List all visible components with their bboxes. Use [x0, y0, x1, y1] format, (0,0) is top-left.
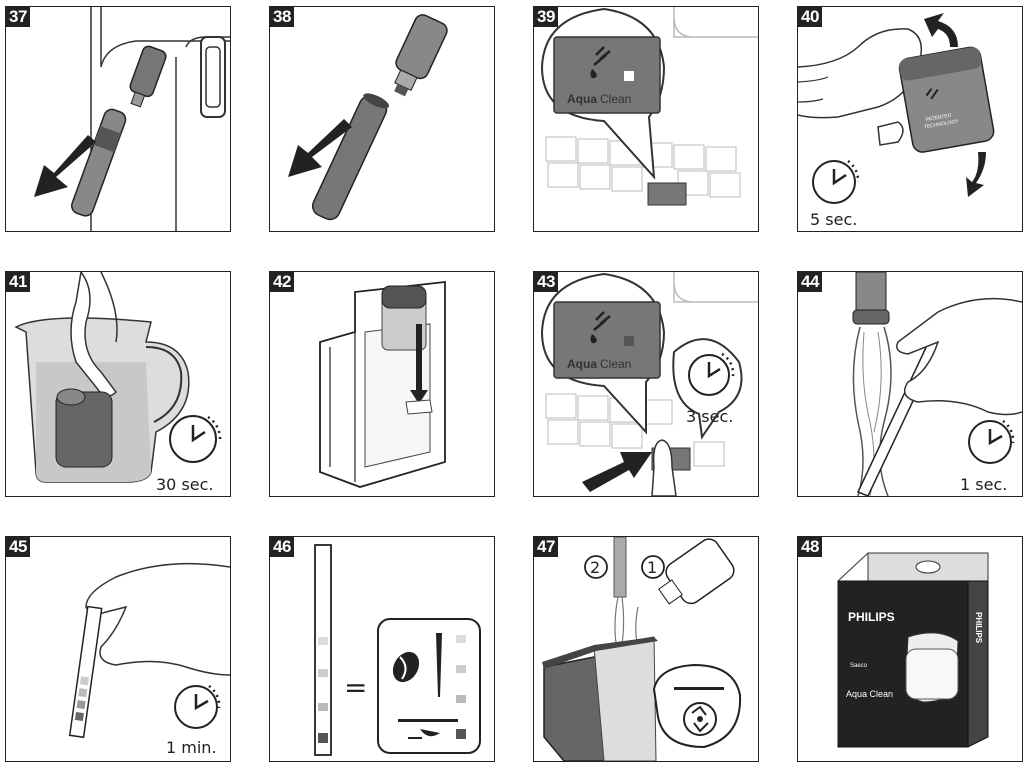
brand-name: PHILIPS [848, 610, 895, 624]
step-number: 43 [534, 272, 558, 292]
step-number: 44 [798, 272, 822, 292]
arrow-icon [924, 13, 958, 47]
arrow-icon [966, 152, 986, 197]
step-38-illustration [288, 14, 448, 221]
clock-icon [968, 419, 1015, 464]
step-number: 42 [270, 272, 294, 292]
aqua-clean-label: Clean [600, 92, 631, 106]
step-45-illustration: 1 min. [68, 562, 230, 757]
step-39-illustration: Aqua Clean [540, 7, 758, 206]
product-name: Aqua Clean [846, 689, 893, 699]
step-37-illustration [34, 7, 230, 231]
step-panel-38: 38 [269, 6, 495, 232]
arrow-icon [416, 324, 422, 394]
step-42-illustration [319, 280, 446, 488]
step-number: 46 [270, 537, 294, 557]
marker-1: 1 [647, 558, 657, 577]
recycle-icon [683, 702, 717, 736]
step-number: 38 [270, 7, 294, 27]
step-number: 39 [534, 7, 558, 27]
marker-2: 2 [590, 558, 600, 577]
step-number: 41 [6, 272, 30, 292]
step-panel-37: 37 [5, 6, 231, 232]
step-43-illustration: Aqua Clean 3 sec. [540, 272, 758, 496]
clock-icon [812, 159, 860, 204]
filter-text-1: PATENTED [925, 113, 952, 123]
step-panel-45: 45 1 min. [5, 536, 231, 762]
step-number: 47 [534, 537, 558, 557]
step-47-illustration: 2 1 [542, 537, 742, 761]
step-number: 48 [798, 537, 822, 557]
timer-label: 1 sec. [960, 475, 1007, 494]
aqua-clean-label-bold: Aqua [567, 92, 597, 106]
step-44-illustration: 1 sec. [852, 272, 1022, 496]
step-panel-47: 47 2 1 [533, 536, 759, 762]
timer-label: 3 sec. [686, 407, 733, 426]
step-48-illustration: PHILIPS PHILIPS Saeco Aqua Clean [837, 552, 989, 748]
timer-label: 5 sec. [810, 210, 857, 229]
step-number: 40 [798, 7, 822, 27]
step-panel-39: 39 Aqua Clean [533, 6, 759, 232]
clock-icon [688, 352, 735, 396]
step-panel-44: 44 1 sec. [797, 271, 1023, 497]
aqua-clean-label: Clean [600, 357, 631, 371]
equals-sign: = [344, 671, 367, 704]
step-number: 45 [6, 537, 30, 557]
timer-label: 30 sec. [156, 475, 214, 494]
sub-brand: Saeco [850, 663, 868, 669]
water-drop-icon [590, 46, 611, 79]
step-41-illustration: 30 sec. [14, 272, 222, 494]
step-panel-40: 40 PATENTED TECHNOLOGY 5 sec. [797, 6, 1023, 232]
step-panel-43: 43 Aqua Clean 3 sec. [533, 271, 759, 497]
arrow-icon [34, 135, 96, 197]
brand-name-side: PHILIPS [974, 612, 983, 644]
aqua-clean-label-bold: Aqua [567, 357, 597, 371]
arrow-icon [582, 452, 652, 492]
step-46-illustration: = [314, 544, 481, 756]
step-panel-42: 42 [269, 271, 495, 497]
step-panel-48: 48 PHILIPS PHILIPS Saeco Aqua Clean [797, 536, 1023, 762]
timer-label: 1 min. [166, 738, 217, 757]
aqua-clean-button [647, 182, 687, 206]
coffee-bean-icon [392, 651, 420, 683]
step-panel-41: 41 30 sec. [5, 271, 231, 497]
step-40-illustration: PATENTED TECHNOLOGY 5 sec. [798, 13, 995, 229]
step-panel-46: 46 = [269, 536, 495, 762]
clock-icon [174, 684, 221, 729]
clock-icon [169, 415, 222, 463]
step-number: 37 [6, 7, 30, 27]
arrow-icon [288, 119, 352, 177]
water-drop-icon [590, 311, 611, 344]
